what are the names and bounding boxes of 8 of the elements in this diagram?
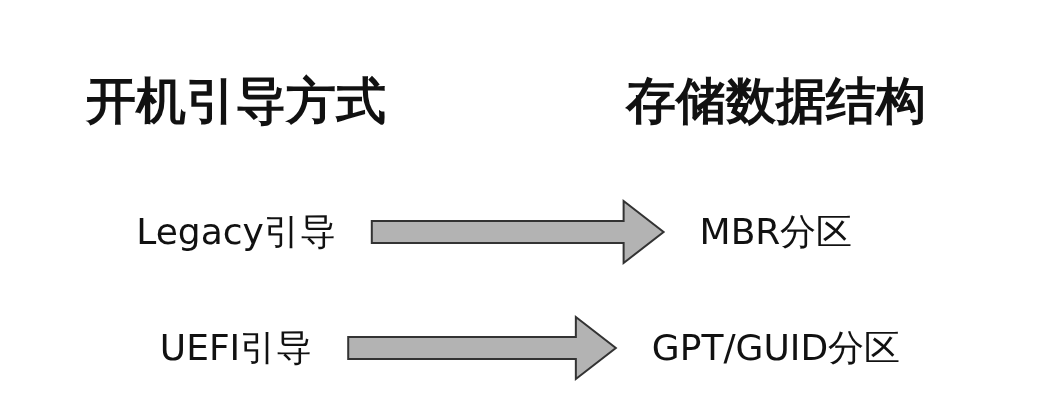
column-heading: 存储数据结构 <box>626 71 926 132</box>
column-heading: 开机引导方式 <box>86 71 386 132</box>
block-arrow <box>347 314 618 382</box>
node-text: MBR分区 <box>699 209 853 254</box>
node-text: UEFI引导 <box>159 325 313 370</box>
node-text: Legacy引导 <box>136 209 336 254</box>
block-arrow <box>370 198 666 266</box>
node-text: GPT/GUID分区 <box>651 325 901 370</box>
